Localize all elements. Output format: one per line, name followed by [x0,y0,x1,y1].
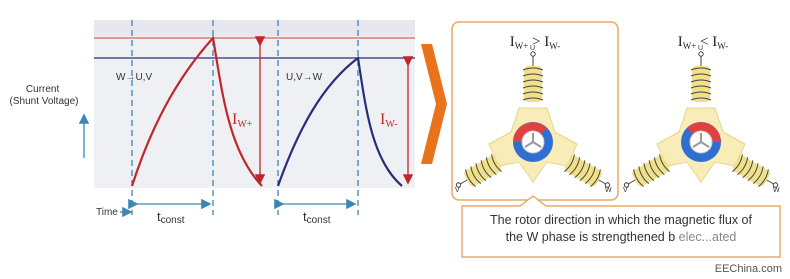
motor-diagram-2: U V W [623,45,780,194]
coil-v-icon [623,154,670,188]
callout-box [461,195,781,258]
coil-u-icon [690,51,712,102]
y-axis-label: Current (Shunt Voltage) [10,84,79,107]
callout-line-2-tail: elec...ated [678,230,737,244]
iw-minus-label: IW- [380,111,398,130]
plot-top-band [94,20,415,36]
callout-text: The rotor direction in which the magneti… [466,212,776,246]
rotor-icon [513,122,553,162]
callout-line-1: The rotor direction in which the magneti… [490,213,752,227]
orange-chevron [421,44,447,164]
coil-w-icon [564,154,611,188]
callout-line-2: the W phase is strengthened b elec...ate… [466,229,776,246]
label-v: V [455,187,460,194]
label-v: V [623,187,628,194]
watermark: EEChina.com [714,263,782,275]
motor-diagram-1: U V W [455,45,612,194]
label-w: W [605,187,612,194]
rotor-icon [681,122,721,162]
panel1-title: IW+ > IW- [510,34,561,51]
callout-line-2-head: the W phase is strengthened b [505,230,676,244]
phase-label-w-to-uv: W→U,V [116,72,152,83]
red-current-curve [130,35,263,187]
panel2-title: IW+ < IW- [678,34,729,51]
x-axis-label: Time [96,207,118,218]
label-u: U [530,45,535,52]
coil-v-icon [455,154,502,188]
tconst-label-1: tconst [157,209,185,226]
tconst-label-2: tconst [303,209,331,226]
iw-plus-label: IW+ [232,111,253,130]
plot-area [94,20,415,188]
label-w: W [773,187,780,194]
blue-current-curve [276,56,403,187]
coil-w-icon [732,154,779,188]
coil-u-icon [522,51,544,102]
phase-label-uv-to-w: U,V→W [286,72,323,83]
label-u: U [698,45,703,52]
